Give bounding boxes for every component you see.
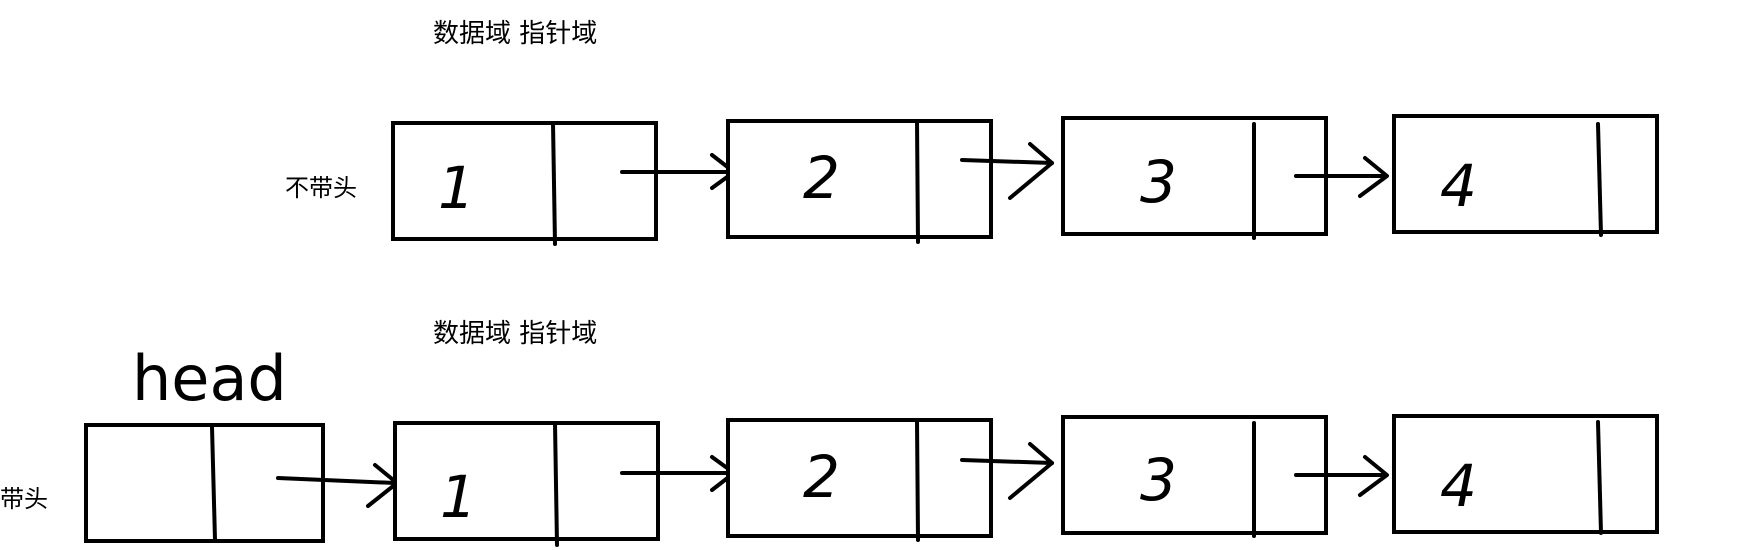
top-node-2-value: 2: [803, 144, 840, 212]
top-node-4-value: 4: [1440, 152, 1477, 220]
bottom-node-4-value: 4: [1440, 452, 1477, 520]
bottom-side-label: 带头: [0, 485, 48, 513]
bottom-arrow-3: [1294, 455, 1389, 497]
top-node-1: 1: [391, 121, 658, 246]
bottom-node-2-value: 2: [803, 443, 840, 511]
top-arrow-2: [960, 142, 1054, 200]
top-node-1-value: 1: [438, 154, 475, 222]
top-node-4: 4: [1392, 114, 1659, 237]
bottom-node-1: 1: [393, 421, 660, 547]
bottom-field-labels: 数据域 指针域: [433, 319, 597, 349]
bottom-node-2: 2: [726, 418, 993, 542]
top-node-3-value: 3: [1140, 148, 1177, 216]
bottom-node-1-value: 1: [440, 463, 477, 531]
top-arrow-3: [1294, 156, 1389, 198]
bottom-arrow-2: [960, 442, 1054, 500]
top-node-2: 2: [726, 119, 993, 244]
top-side-label: 不带头: [285, 174, 357, 202]
bottom-head-node: [84, 423, 325, 543]
bottom-node-4: 4: [1392, 414, 1659, 535]
bottom-node-3: 3: [1061, 415, 1328, 538]
top-field-labels: 数据域 指针域: [433, 19, 597, 49]
top-node-3: 3: [1061, 116, 1328, 240]
bottom-node-3-value: 3: [1140, 446, 1177, 514]
head-label: head: [132, 342, 287, 415]
